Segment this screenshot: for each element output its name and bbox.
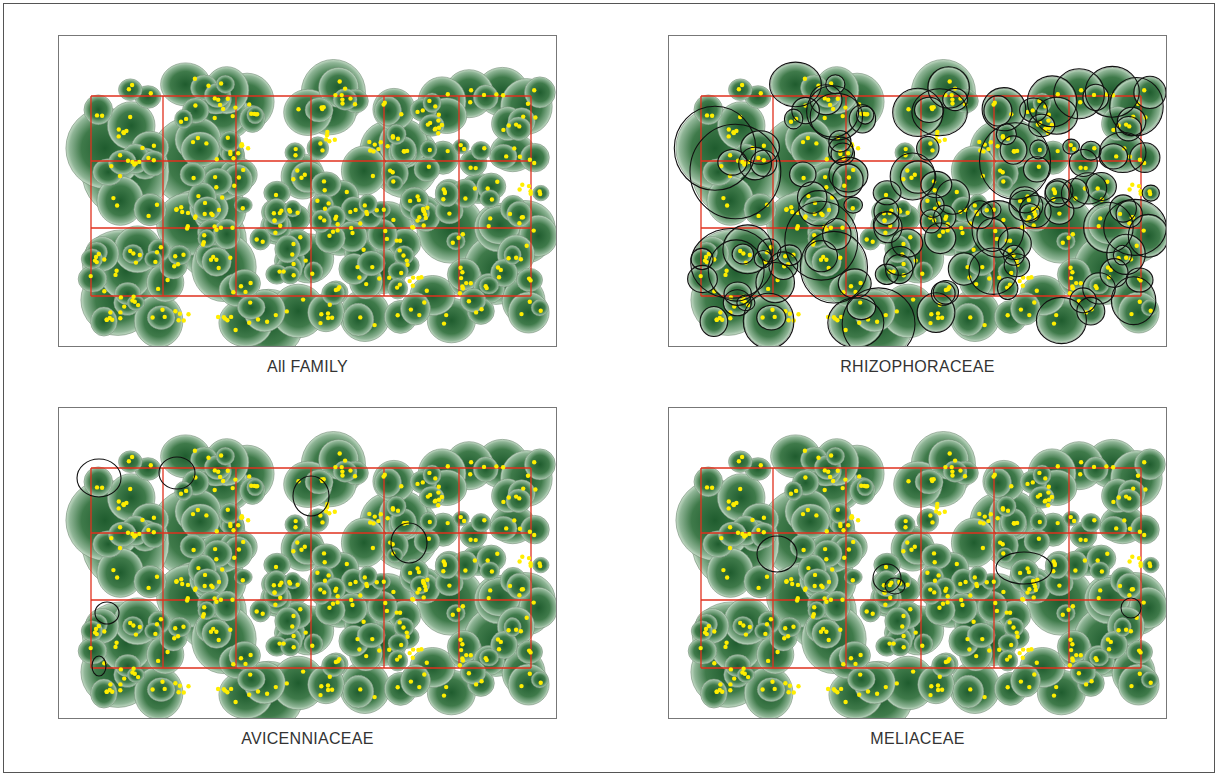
map-panel: All FAMILY xyxy=(58,35,557,347)
map-panel: MELIACEAE xyxy=(668,407,1167,719)
tree-points xyxy=(89,77,543,333)
canopy-map xyxy=(669,408,1166,718)
tree-canopies xyxy=(66,60,556,347)
family-outlines xyxy=(77,457,427,676)
family-outlines xyxy=(757,536,1141,618)
canopy-map xyxy=(59,36,556,346)
canopy-map xyxy=(59,408,556,718)
tree-canopies xyxy=(676,432,1166,719)
map-panel: RHIZOPHORACEAE xyxy=(668,35,1167,347)
tree-points xyxy=(89,449,543,705)
panel-caption: AVICENNIACEAE xyxy=(59,730,556,748)
tree-canopies xyxy=(676,60,1166,347)
canopy-map xyxy=(669,36,1166,346)
panel-caption: MELIACEAE xyxy=(669,730,1166,748)
panel-caption: All FAMILY xyxy=(59,358,556,376)
plot-grid xyxy=(91,96,531,296)
plot-grid xyxy=(701,468,1141,668)
plot-grid xyxy=(91,468,531,668)
tree-canopies xyxy=(66,432,556,719)
plot-grid xyxy=(701,96,1141,296)
family-outlines xyxy=(674,62,1166,346)
map-panel: AVICENNIACEAE xyxy=(58,407,557,719)
panel-caption: RHIZOPHORACEAE xyxy=(669,358,1166,376)
tree-points xyxy=(699,449,1153,705)
